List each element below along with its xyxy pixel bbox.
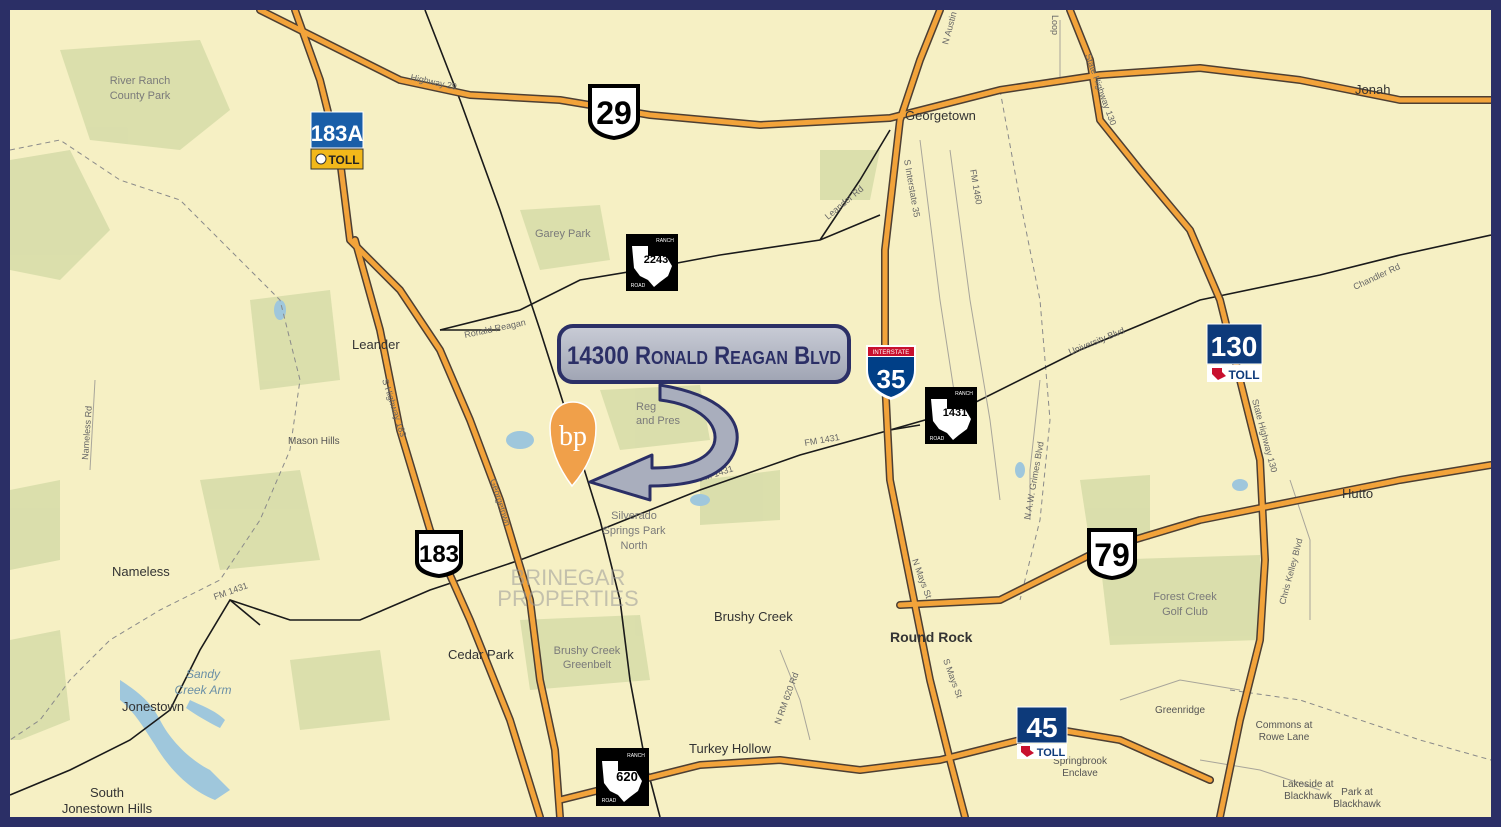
shield-sh-45-toll[interactable]: 45 TOLL bbox=[1016, 706, 1068, 759]
label-garey-park: Garey Park bbox=[535, 228, 591, 240]
boundary-lines bbox=[10, 89, 1491, 761]
minor-roads bbox=[10, 10, 1491, 817]
shield-130-toll-label: TOLL bbox=[1228, 368, 1259, 382]
label-sandy-creek-1: Sandy bbox=[186, 667, 221, 681]
shield-i35-top: INTERSTATE bbox=[873, 350, 909, 356]
label-park-blackhawk-1: Park at bbox=[1341, 787, 1373, 798]
label-jonah: Jonah bbox=[1355, 82, 1390, 97]
label-round-rock: Round Rock bbox=[890, 629, 973, 645]
label-georgetown: Georgetown bbox=[905, 108, 976, 123]
label-turkey-hollow: Turkey Hollow bbox=[689, 741, 771, 756]
label-hutto: Hutto bbox=[1342, 486, 1373, 501]
shield-us-183[interactable]: 183 bbox=[415, 530, 463, 578]
shield-183a-number: 183A bbox=[311, 121, 364, 146]
label-greenridge: Greenridge bbox=[1155, 705, 1205, 716]
label-silverado-3: North bbox=[621, 540, 648, 552]
marker-monogram: bp bbox=[559, 421, 587, 452]
pointer-arrow bbox=[588, 383, 739, 502]
shield-us79-number: 79 bbox=[1094, 537, 1130, 573]
property-marker[interactable]: bp bbox=[549, 401, 597, 488]
shield-us183-number: 183 bbox=[419, 541, 459, 568]
shield-620-number: 620 bbox=[616, 769, 638, 784]
shield-1431-number: 1431 bbox=[943, 407, 967, 419]
shield-sh-130-toll[interactable]: 130 TOLL bbox=[1206, 323, 1263, 382]
label-brushy-greenbelt-1: Brushy Creek bbox=[554, 645, 621, 657]
shield-2243-number: 2243 bbox=[644, 254, 668, 266]
label-sandy-creek-2: Creek Arm bbox=[175, 683, 232, 697]
texas-icon bbox=[1021, 746, 1034, 757]
label-mason-hills: Mason Hills bbox=[288, 436, 340, 447]
label-jonestown: Jonestown bbox=[122, 699, 184, 714]
water-features bbox=[120, 300, 1248, 800]
texas-icon bbox=[602, 761, 642, 802]
label-commons-1: Commons at bbox=[1256, 720, 1313, 731]
label-lakeside-1: Lakeside at bbox=[1282, 779, 1333, 790]
land-background bbox=[10, 10, 1491, 817]
label-springbrook-2: Enclave bbox=[1062, 768, 1098, 779]
label-regional-1: Reg bbox=[636, 401, 656, 413]
label-silverado-1: Silverado bbox=[611, 510, 657, 522]
shield-us-79[interactable]: 79 bbox=[1087, 528, 1137, 580]
address-callout[interactable]: 14300 Ronald Reagan Blvd bbox=[557, 324, 851, 384]
shield-45-number: 45 bbox=[1026, 712, 1057, 743]
label-forest-creek-2: Golf Club bbox=[1162, 606, 1208, 618]
shield-183a-toll[interactable]: 183A TOLL bbox=[310, 111, 364, 170]
label-commons-2: Rowe Lane bbox=[1259, 732, 1310, 743]
label-leander: Leander bbox=[352, 337, 400, 352]
park-areas bbox=[10, 40, 1260, 740]
shield-us29-number: 29 bbox=[596, 95, 632, 131]
shield-ranch-road-2243[interactable]: RANCH 2243 ROAD bbox=[626, 234, 678, 291]
label-lakeside-2: Blackhawk bbox=[1284, 791, 1333, 802]
label-park-blackhawk-2: Blackhawk bbox=[1333, 799, 1382, 810]
label-river-ranch-1: River Ranch bbox=[110, 75, 171, 87]
shield-620-top: RANCH bbox=[627, 753, 645, 759]
watermark-line1: BRINEGAR bbox=[511, 565, 626, 590]
shield-1431-bottom: ROAD bbox=[930, 436, 945, 442]
shield-2243-top: RANCH bbox=[656, 238, 674, 244]
shield-620-bottom: ROAD bbox=[602, 798, 617, 804]
callout-address-text: 14300 Ronald Reagan Blvd bbox=[567, 342, 841, 370]
label-nameless: Nameless bbox=[112, 564, 170, 579]
texas-icon bbox=[931, 399, 971, 440]
toll-tag-icon bbox=[315, 153, 327, 165]
shield-i35-number: 35 bbox=[877, 364, 906, 394]
label-springbrook-1: Springbrook bbox=[1053, 756, 1108, 767]
shield-45-toll-label: TOLL bbox=[1037, 747, 1066, 759]
label-silverado-2: Springs Park bbox=[603, 525, 666, 537]
place-labels: River Ranch County Park Georgetown Garey… bbox=[62, 75, 1391, 816]
label-brushy-creek: Brushy Creek bbox=[714, 609, 793, 624]
label-loop: Loop bbox=[1050, 15, 1060, 35]
label-forest-creek-1: Forest Creek bbox=[1153, 591, 1217, 603]
label-brushy-greenbelt-2: Greenbelt bbox=[563, 659, 611, 671]
label-nameless-rd: Nameless Rd bbox=[80, 406, 94, 461]
shield-ranch-road-1431[interactable]: RANCH 1431 ROAD bbox=[925, 387, 977, 444]
shield-130-number: 130 bbox=[1211, 331, 1258, 362]
label-regional-2: and Pres bbox=[636, 415, 681, 427]
shield-us-29[interactable]: 29 bbox=[588, 84, 640, 140]
label-cedar-park: Cedar Park bbox=[448, 647, 514, 662]
brinegar-watermark: BRINEGAR PROPERTIES bbox=[497, 565, 638, 611]
shield-interstate-35[interactable]: INTERSTATE 35 bbox=[866, 345, 916, 400]
texas-icon bbox=[1212, 368, 1226, 380]
label-river-ranch-2: County Park bbox=[110, 90, 171, 102]
shield-ranch-road-620[interactable]: RANCH 620 ROAD bbox=[596, 748, 649, 806]
watermark-line2: PROPERTIES bbox=[497, 586, 638, 611]
label-south-jonestown-2: Jonestown Hills bbox=[62, 801, 153, 816]
shield-1431-top: RANCH bbox=[955, 391, 973, 397]
texas-icon bbox=[632, 246, 672, 287]
shield-183a-toll-label: TOLL bbox=[328, 153, 359, 167]
shield-2243-bottom: ROAD bbox=[631, 283, 646, 289]
label-south-jonestown-1: South bbox=[90, 785, 124, 800]
